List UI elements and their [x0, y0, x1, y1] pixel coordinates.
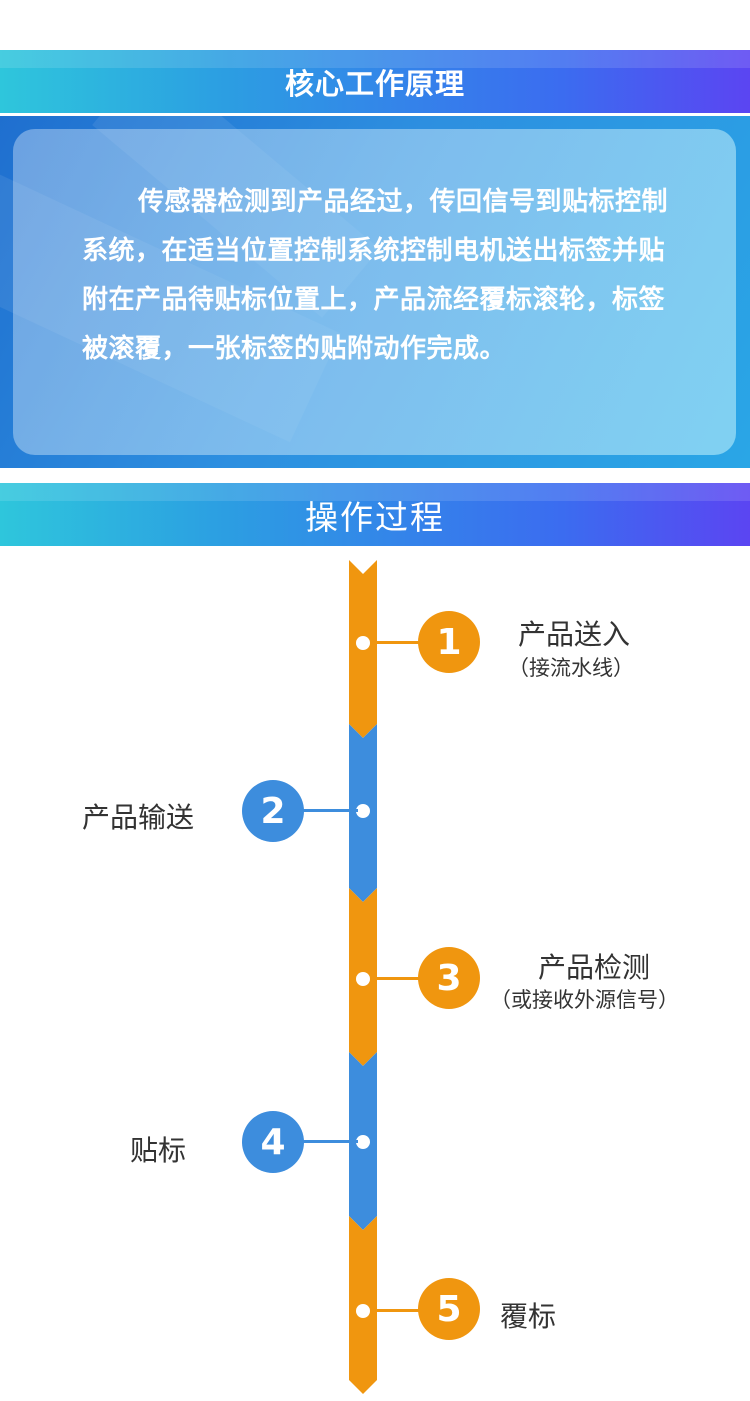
- principle-title: 核心工作原理: [284, 66, 465, 101]
- principle-card: [13, 129, 736, 455]
- connector-1: [370, 641, 420, 644]
- timeline-dot-2: [356, 804, 370, 818]
- step-5-title: 覆标: [500, 1300, 557, 1333]
- step-1-subtitle: （接流水线）: [508, 656, 634, 680]
- principle-body: 传感器检测到产品经过，传回信号到贴标控制系统，在适当位置控制系统控制电机送出标签…: [82, 187, 669, 364]
- step-3-subtitle: （或接收外源信号）: [490, 988, 679, 1012]
- step-1-number: 1: [418, 611, 480, 673]
- timeline-dot-5: [356, 1304, 370, 1318]
- process-banner: 操作过程: [0, 483, 750, 546]
- timeline-dot-1: [356, 636, 370, 650]
- principle-panel: [0, 116, 750, 468]
- step-4-number: 4: [242, 1111, 304, 1173]
- process-title: 操作过程: [305, 497, 445, 537]
- timeline-dot-3: [356, 972, 370, 986]
- step-1-title: 产品送入: [518, 618, 631, 651]
- step-4-title: 贴标: [130, 1134, 187, 1167]
- connector-4: [300, 1140, 358, 1143]
- step-3-number: 3: [418, 947, 480, 1009]
- principle-banner: 核心工作原理: [0, 50, 750, 113]
- step-5-number: 5: [418, 1278, 480, 1340]
- step-2-title: 产品输送: [82, 801, 195, 834]
- connector-5: [370, 1309, 420, 1312]
- connector-2: [300, 809, 358, 812]
- step-3-title: 产品检测: [538, 951, 651, 984]
- step-2-number: 2: [242, 780, 304, 842]
- timeline-dot-4: [356, 1135, 370, 1149]
- connector-3: [370, 977, 420, 980]
